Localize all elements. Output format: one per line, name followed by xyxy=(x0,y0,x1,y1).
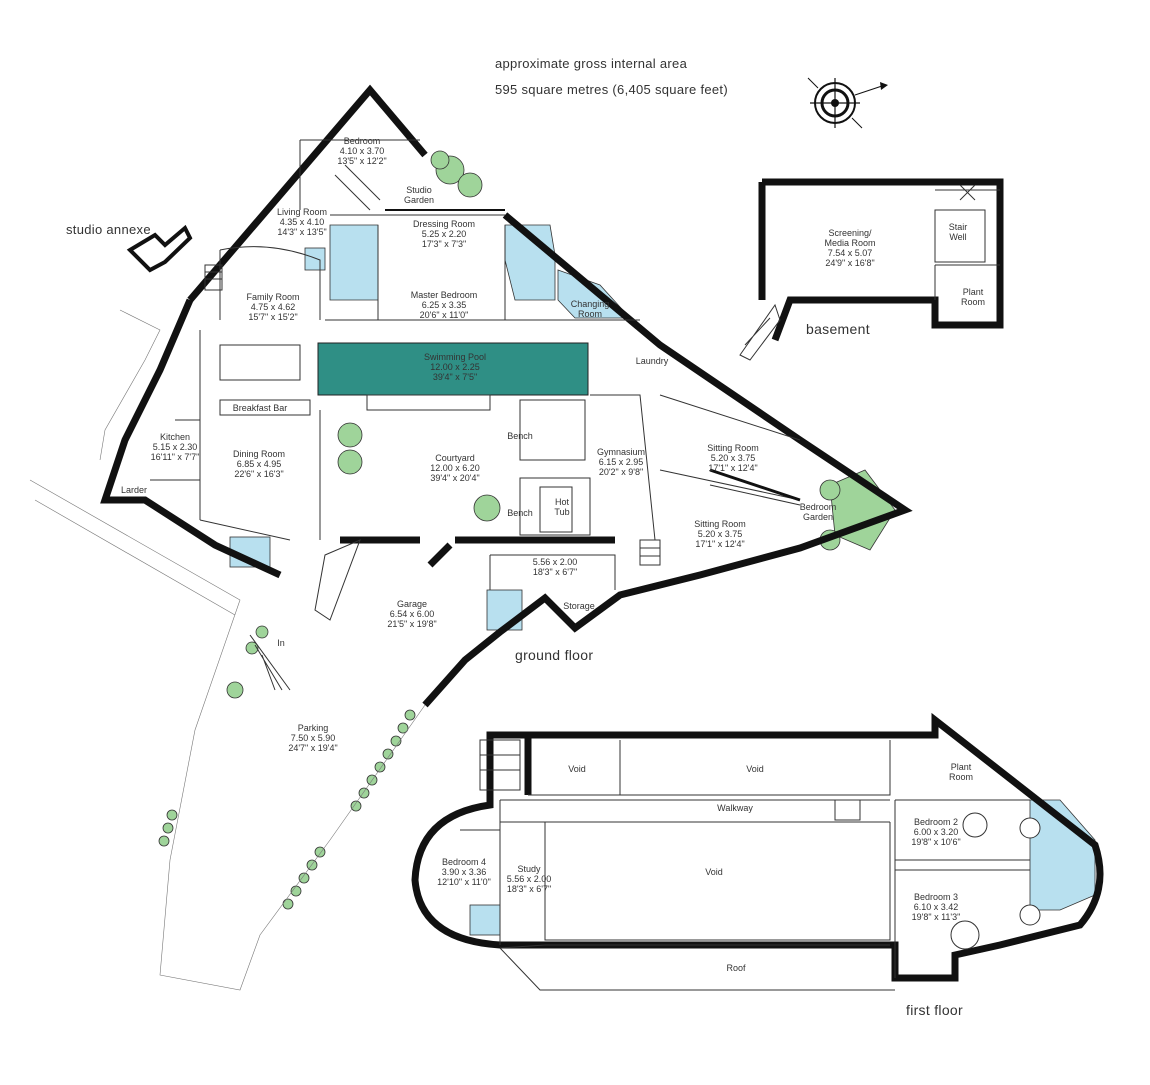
compass-rose-icon xyxy=(807,77,888,129)
room-laundry: Laundry xyxy=(635,356,669,366)
basement-plan xyxy=(739,178,1004,361)
room-bench-1: Bench xyxy=(507,431,533,441)
swimming-pool-water xyxy=(317,342,589,396)
ground-floor-label: ground floor xyxy=(515,647,594,663)
room-in: In xyxy=(277,638,285,648)
room-roof: Roof xyxy=(726,963,746,973)
room-storage: Storage xyxy=(563,601,595,611)
area-title: approximate gross internal area xyxy=(495,56,688,71)
ground-floor-plan xyxy=(29,77,913,991)
area-value: 595 square metres (6,405 square feet) xyxy=(495,82,728,97)
interior-walls xyxy=(150,139,801,590)
room-bench-2: Bench xyxy=(507,508,533,518)
room-walkway: Walkway xyxy=(717,803,753,813)
basement-label: basement xyxy=(806,321,870,337)
room-void-3: Void xyxy=(705,867,723,877)
stairs xyxy=(204,164,661,691)
site-outline xyxy=(29,309,426,991)
room-breakfast-bar: Breakfast Bar xyxy=(232,403,288,413)
room-larder: Larder xyxy=(120,485,148,495)
ground-floor-outer-wall xyxy=(187,84,913,708)
first-floor-label: first floor xyxy=(906,1002,963,1018)
room-void-1: Void xyxy=(568,764,586,774)
room-void-2: Void xyxy=(746,764,764,774)
first-floor-plan xyxy=(411,712,1104,991)
studio-annexe-label: studio annexe xyxy=(66,222,151,237)
